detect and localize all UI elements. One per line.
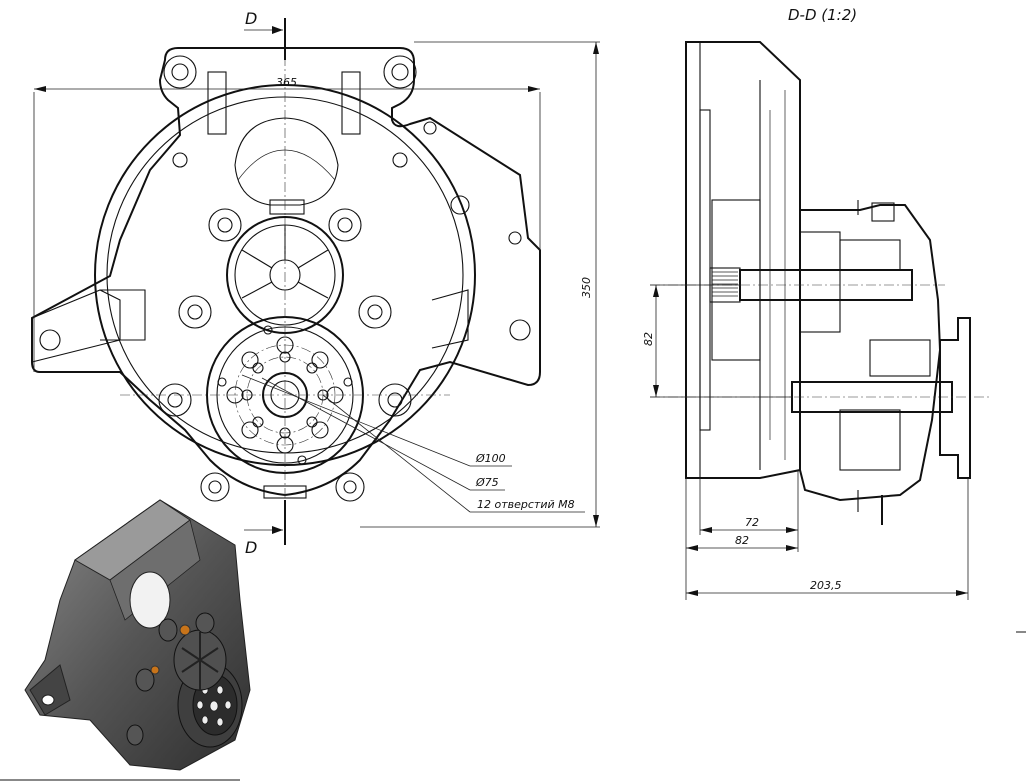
iso-window: [129, 571, 171, 629]
dia75-label: Ø75: [475, 476, 499, 489]
right-boss-hole: [450, 195, 470, 215]
right-small-hole: [508, 231, 522, 245]
left-slot: [207, 71, 227, 135]
dim-overall-label: 203,5: [810, 579, 842, 592]
upper-window-inner: [237, 149, 336, 181]
right-tab: [431, 289, 469, 349]
section-plate: [685, 41, 801, 479]
isometric-3d-view: [24, 499, 251, 771]
mounting-bosses: [158, 152, 412, 502]
right-wing-hole: [509, 319, 531, 341]
dim-72-label: 72: [745, 516, 759, 529]
housing-outline: [31, 47, 541, 497]
left-wing: [31, 289, 121, 363]
left-tab: [100, 289, 146, 341]
left-wing-hole: [39, 329, 61, 351]
cut-arrowhead-bottom: [272, 526, 283, 534]
top-left-ear: [163, 55, 197, 89]
plate-flange-hatch: [685, 41, 701, 479]
dim-height-label: 350: [580, 277, 593, 298]
leader-holes: [322, 394, 471, 513]
right-top-hole: [423, 121, 437, 135]
right-slot: [341, 71, 361, 135]
leader-dia100: [241, 374, 471, 467]
front-view: D D 365 350 Ø100 Ø75 12 отверстий М8: [31, 9, 600, 557]
dim-width-label: 365: [276, 76, 297, 89]
iso-accent-part: [179, 624, 191, 636]
section-view: D-D (1:2): [642, 6, 990, 600]
top-right-ear-hole: [391, 63, 409, 81]
upper-window: [234, 117, 339, 206]
top-right-ear: [383, 55, 417, 89]
dim-82-label: 82: [735, 534, 749, 547]
dim-shaft-spacing-label: 82: [642, 332, 655, 346]
top-left-ear-hole: [171, 63, 189, 81]
dia100-label: Ø100: [475, 452, 506, 465]
gearbox-body: [799, 204, 942, 502]
gearbox-hatch-lower: [839, 409, 901, 471]
cut-arrowhead-top: [272, 26, 283, 34]
holes-note-label: 12 отверстий М8: [477, 498, 575, 511]
output-flange: [939, 317, 971, 479]
section-title: D-D (1:2): [788, 6, 857, 24]
leader-dia75: [261, 377, 471, 491]
upper-block: [269, 199, 305, 215]
gearbox-hatch-upper: [799, 231, 841, 333]
section-mark-bottom: D: [245, 538, 257, 557]
section-mark-top: D: [245, 9, 257, 28]
